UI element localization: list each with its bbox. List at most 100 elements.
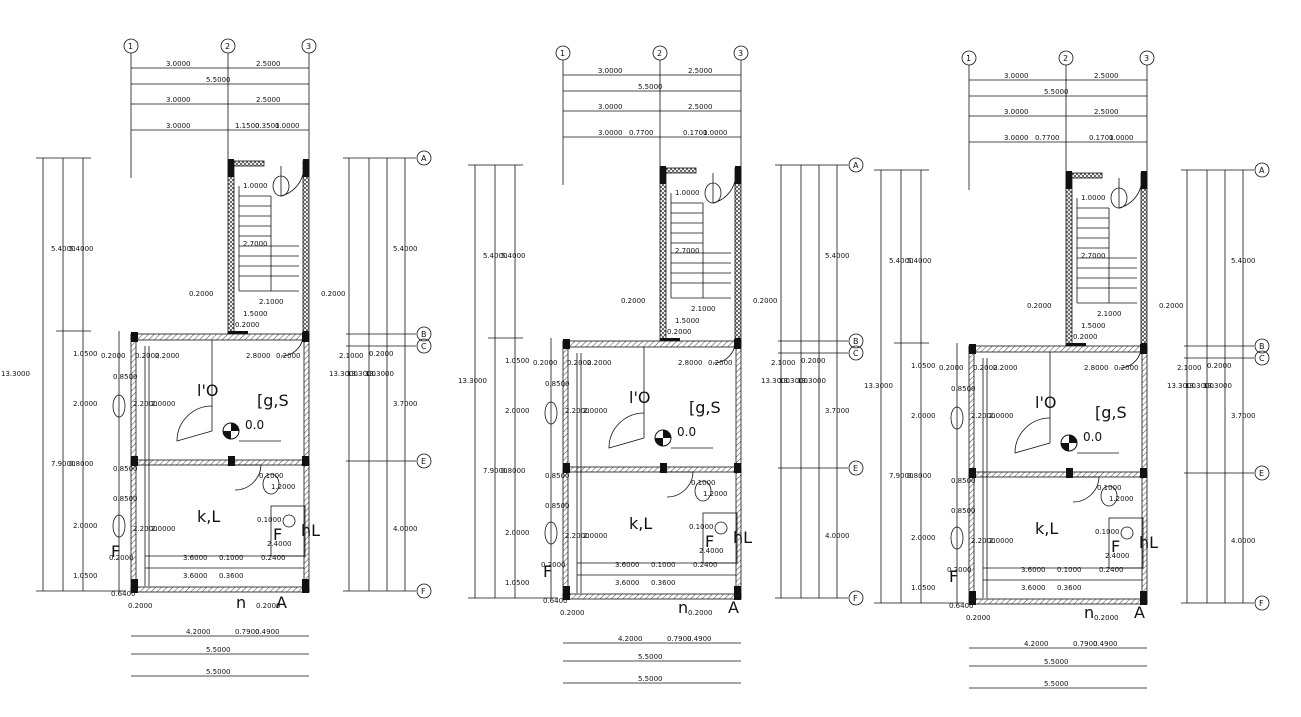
dim-top-total: 5.5000 (638, 83, 663, 91)
room-label-f1: F (111, 542, 120, 561)
dim-bot-total2: 5.5000 (1044, 680, 1069, 688)
dim-left-seg-0: 1.0500 (73, 350, 98, 358)
room-label-f2: F (1111, 537, 1120, 556)
dim-int-19: 0.2000 (947, 566, 972, 574)
dim-right-seg-2: 3.7000 (1231, 412, 1256, 420)
dim-stair-1: 2.7000 (675, 247, 700, 255)
dim-int-9: 2.0000 (151, 525, 176, 533)
dim-left-mid: 0.8000 (907, 472, 932, 480)
room-label-a: A (728, 598, 739, 617)
dim-int-0: 0.2000 (101, 352, 126, 360)
dim-left-seg-1: 0.8500 (113, 373, 138, 381)
dim-top-1a: 3.0000 (1004, 72, 1029, 80)
dim-bot-total: 5.5000 (206, 646, 231, 654)
dim-left-upper-a: 5.4000 (51, 245, 76, 253)
dim-bot-total: 5.5000 (1044, 658, 1069, 666)
grid-col-3: 3 (306, 42, 311, 51)
dim-right-seg-1: 0.2000 (801, 357, 826, 365)
dim-right-seg-3: 4.0000 (1231, 537, 1256, 545)
dim-int-17: 3.6000 (1021, 584, 1046, 592)
grid-row-f: F (1259, 599, 1264, 608)
dim-stair-3: 1.5000 (243, 310, 268, 318)
dim-int-16: 0.2400 (693, 561, 718, 569)
dim-int-19: 0.2000 (541, 561, 566, 569)
dim-bot-1c: 0.4900 (1093, 640, 1118, 648)
dim-left-seg-0: 1.0500 (505, 357, 530, 365)
dim-right-seg-2: 3.7000 (825, 407, 850, 415)
grid-col-3: 3 (738, 49, 743, 58)
room-label-3: k,L (197, 507, 220, 526)
dim-bot-1a: 4.2000 (186, 628, 211, 636)
dim-left-seg-2: 2.0000 (505, 407, 530, 415)
room-label-3: k,L (629, 514, 652, 533)
grid-row-b: B (421, 330, 427, 339)
dim-int-20: 0.2000 (560, 609, 585, 617)
dim-bot-1a: 4.2000 (1024, 640, 1049, 648)
dim-left-seg-1: 0.8500 (545, 380, 570, 388)
room-label-1: l'O (1035, 393, 1056, 412)
dim-int-14: 3.6000 (615, 561, 640, 569)
dim-right-seg-3: 4.0000 (393, 525, 418, 533)
dim-stair-4: 0.2000 (667, 328, 692, 336)
dim-top-total: 5.5000 (1044, 88, 1069, 96)
dim-left-upper-b: 5.4000 (907, 257, 932, 265)
room-label-4: hL (1139, 533, 1158, 552)
dim-bot-1b: 0.7900 (667, 635, 692, 643)
dim-left-seg-6: 1.0500 (505, 579, 530, 587)
dim-stair-2: 2.1000 (259, 298, 284, 306)
dim-int-12: 0.1000 (691, 479, 716, 487)
dim-int-6: 2.2000 (565, 407, 590, 415)
dim-top-4b: 0.7700 (1035, 134, 1060, 142)
dim-stair-6: 0.2000 (321, 290, 346, 298)
grid-row-f: F (853, 594, 858, 603)
dim-stair-1: 2.7000 (1081, 252, 1106, 260)
room-label-4: hL (301, 521, 320, 540)
dim-stair-2: 2.1000 (691, 305, 716, 313)
dim-left-seg-2: 2.0000 (73, 400, 98, 408)
dim-left-lower: 7.9000 (889, 472, 914, 480)
dim-right-total-a: 13.3000 (761, 377, 790, 385)
dim-top-1b: 2.5000 (256, 60, 281, 68)
room-label-n: n (678, 598, 688, 617)
plan-2: 1 2 3 A B C E F 3.0000 2.5000 5.5000 3.0… (458, 45, 864, 684)
dim-left-upper-a: 5.4000 (889, 257, 914, 265)
grid-col-1: 1 (966, 54, 971, 63)
dim-top-total: 5.5000 (206, 76, 231, 84)
level-label: 0.0 (677, 425, 696, 439)
dim-left-seg-0: 1.0500 (911, 362, 936, 370)
dim-stair-1: 2.7000 (243, 240, 268, 248)
dim-int-2: 2.2000 (155, 352, 180, 360)
dim-left-upper-b: 5.4000 (69, 245, 94, 253)
room-label-4: hL (733, 528, 752, 547)
dim-int-3: 2.8000 (678, 359, 703, 367)
grid-row-f: F (421, 587, 426, 596)
dim-int-0: 0.2000 (939, 364, 964, 372)
dim-right-total-a: 13.3000 (329, 370, 358, 378)
level-label: 0.0 (245, 418, 264, 432)
dim-int-7: 2.0000 (583, 407, 608, 415)
dim-top-4b: 1.1500 (235, 122, 260, 130)
dim-stair-6: 0.2000 (753, 297, 778, 305)
dim-top-3b: 2.5000 (1094, 108, 1119, 116)
dim-int-18: 0.3600 (651, 579, 676, 587)
grid-row-b: B (1259, 342, 1265, 351)
grid-row-a: A (421, 154, 427, 163)
dim-int-6: 2.2000 (971, 412, 996, 420)
dim-int-2: 2.2000 (587, 359, 612, 367)
dim-right-total-c: 13.3000 (797, 377, 826, 385)
dim-left-seg-3: 0.8500 (951, 477, 976, 485)
dim-int-1: 0.2000 (567, 359, 592, 367)
room-label-2: [g,S (1095, 403, 1127, 422)
dim-stair-0: 1.0000 (675, 189, 700, 197)
room-label-n: n (236, 593, 246, 612)
dim-int-14: 3.6000 (1021, 566, 1046, 574)
dim-int-14: 3.6000 (183, 554, 208, 562)
dim-int-20: 0.2000 (128, 602, 153, 610)
dim-top-1a: 3.0000 (598, 67, 623, 75)
dim-right-seg-0: 5.4000 (393, 245, 418, 253)
dim-left-seg-1: 0.8500 (951, 385, 976, 393)
dim-int-4: 0.2000 (1114, 364, 1139, 372)
dim-int-22: 0.6400 (111, 590, 136, 598)
dim-left-mid: 0.8000 (501, 467, 526, 475)
